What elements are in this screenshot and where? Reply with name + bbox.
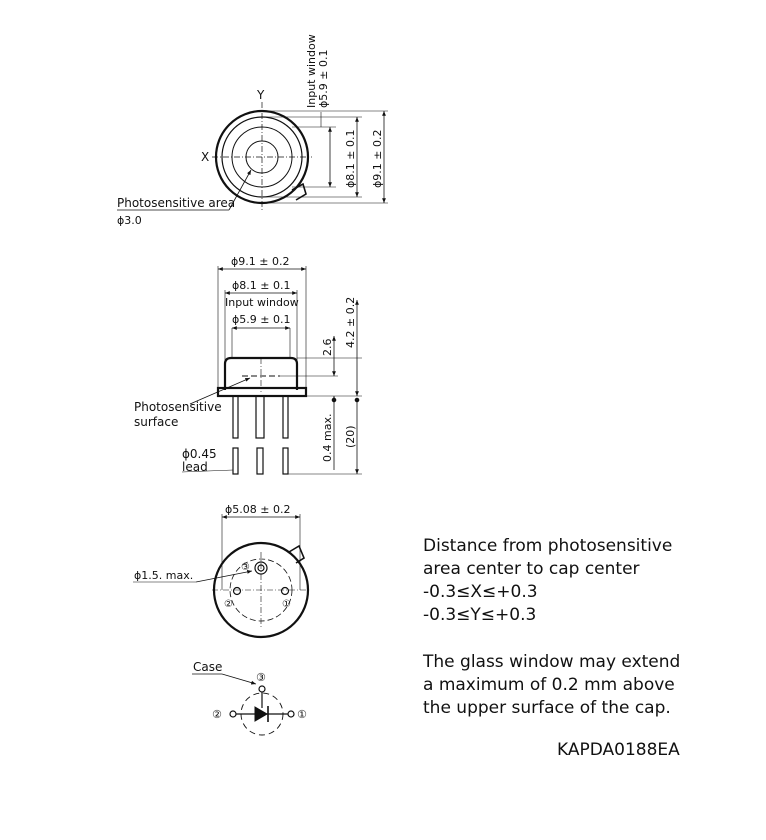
- photosensitive-surface-label-line2: surface: [134, 415, 178, 429]
- photosensitive-surface-label-line1: Photosensitive: [134, 400, 222, 414]
- note-line: -0.3≤Y≤+0.3: [423, 605, 537, 625]
- cap-height-dimension: 2.6: [321, 339, 334, 357]
- side-outer-dimension: ϕ9.1 ± 0.2: [231, 255, 289, 268]
- top-view: [117, 102, 388, 212]
- bottom-pin1-marker: ①: [282, 599, 291, 610]
- note-line: the upper surface of the cap.: [423, 698, 671, 718]
- case-label: Case: [193, 660, 222, 674]
- pin-max-dimension: ϕ1.5. max.: [134, 569, 193, 582]
- bottom-view: [133, 514, 310, 639]
- note-line: area center to cap center: [423, 559, 640, 579]
- position-tolerance-note: Distance from photosensitive area center…: [423, 535, 672, 627]
- schematic-pin1: ①: [297, 708, 307, 721]
- top-window-dimension: ϕ5.9 ± 0.1: [317, 50, 330, 108]
- note-line: -0.3≤X≤+0.3: [423, 582, 538, 602]
- axis-x-label: X: [201, 150, 209, 164]
- lead-length-dimension: (20): [344, 425, 357, 448]
- lead-label: lead: [182, 460, 208, 474]
- photosensitive-area-dimension: ϕ3.0: [117, 214, 142, 227]
- glass-window-note: The glass window may extend a maximum of…: [423, 651, 680, 720]
- photosensitive-area-label: Photosensitive area: [117, 196, 235, 210]
- top-input-window-label: Input window: [305, 34, 318, 108]
- top-outer-dimension: ϕ9.1 ± 0.2: [371, 130, 384, 188]
- pin-schematic: [192, 673, 295, 736]
- lead-diameter-dimension: ϕ0.45: [182, 447, 217, 461]
- total-height-dimension: 4.2 ± 0.2: [344, 297, 357, 348]
- bottom-pin3-marker: ③: [241, 562, 250, 573]
- side-view: [181, 266, 362, 475]
- top-inner-dimension: ϕ8.1 ± 0.1: [344, 130, 357, 188]
- side-inner-dimension: ϕ8.1 ± 0.1: [232, 279, 290, 292]
- axis-y-label: Y: [256, 88, 265, 102]
- side-window-dimension: ϕ5.9 ± 0.1: [232, 313, 290, 326]
- schematic-pin3: ③: [256, 671, 266, 684]
- pin-pitch-dimension: ϕ5.08 ± 0.2: [225, 503, 290, 516]
- note-line: The glass window may extend: [423, 652, 681, 672]
- schematic-pin2: ②: [212, 708, 222, 721]
- note-line: a maximum of 0.2 mm above: [423, 675, 675, 695]
- window-offset-dimension: 0.4 max.: [321, 414, 334, 462]
- note-line: Distance from photosensitive: [423, 536, 673, 556]
- side-input-window-label: Input window: [225, 296, 299, 309]
- drawing-code: KAPDA0188EA: [557, 740, 680, 760]
- bottom-pin2-marker: ②: [224, 599, 233, 610]
